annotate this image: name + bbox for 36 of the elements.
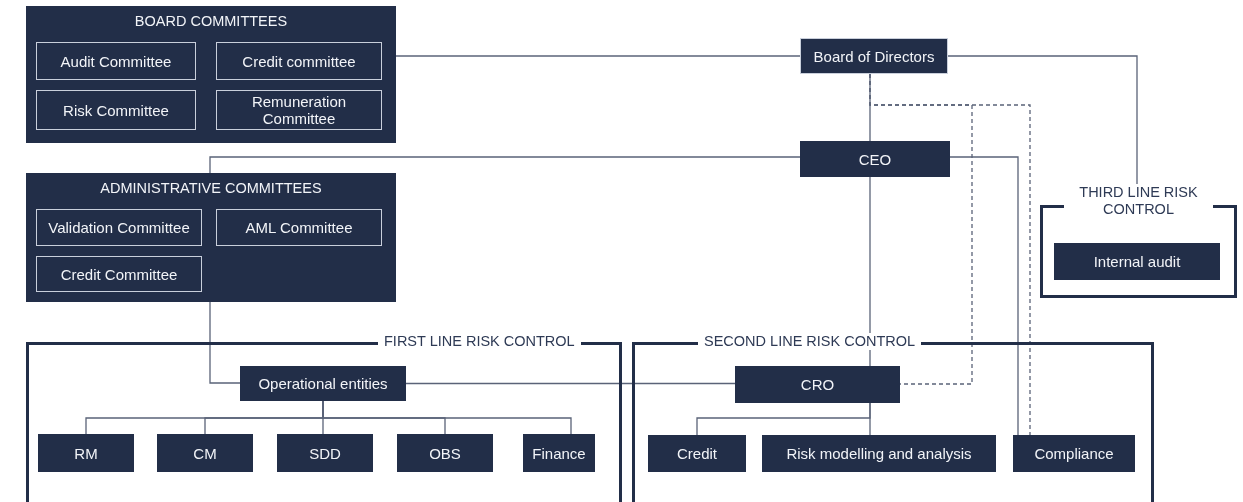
org-box: Operational entities <box>240 366 406 401</box>
panel-title: ADMINISTRATIVE COMMITTEES <box>99 180 323 197</box>
org-box: Credit Committee <box>36 256 202 292</box>
connector-line <box>947 55 1138 185</box>
org-box: Internal audit <box>1054 243 1220 280</box>
org-box: Finance <box>523 434 595 472</box>
connector-line <box>869 176 871 367</box>
org-box: Compliance <box>1013 435 1135 472</box>
org-box: Credit committee <box>216 42 382 80</box>
committee-panel <box>26 6 396 143</box>
org-box: CRO <box>735 366 900 403</box>
org-box: OBS <box>397 434 493 472</box>
org-box: RM <box>38 434 134 472</box>
org-box: Credit <box>648 435 746 472</box>
risk-control-frame <box>1040 184 1237 298</box>
panel-title: SECOND LINE RISK CONTROL <box>698 333 922 350</box>
connector-line <box>869 402 871 436</box>
org-box: Risk modelling and analysis <box>762 435 996 472</box>
org-box: SDD <box>277 434 373 472</box>
org-box: Validation Committee <box>36 209 202 246</box>
org-box: CM <box>157 434 253 472</box>
connector-line <box>949 156 1019 436</box>
connector-line <box>395 55 801 57</box>
org-box: Remuneration Committee <box>216 90 382 130</box>
connector-line <box>869 73 1031 436</box>
panel-title: BOARD COMMITTEES <box>133 13 289 30</box>
connector-line <box>405 382 736 385</box>
committee-panel <box>26 173 396 302</box>
org-box: CEO <box>800 141 950 177</box>
risk-control-frame <box>632 332 1154 502</box>
org-box: Risk Committee <box>36 90 196 130</box>
connector-line <box>209 156 801 174</box>
org-box: Board of Directors <box>800 38 948 74</box>
org-box: Audit Committee <box>36 42 196 80</box>
connector-line <box>209 301 241 384</box>
org-box: AML Committee <box>216 209 382 246</box>
